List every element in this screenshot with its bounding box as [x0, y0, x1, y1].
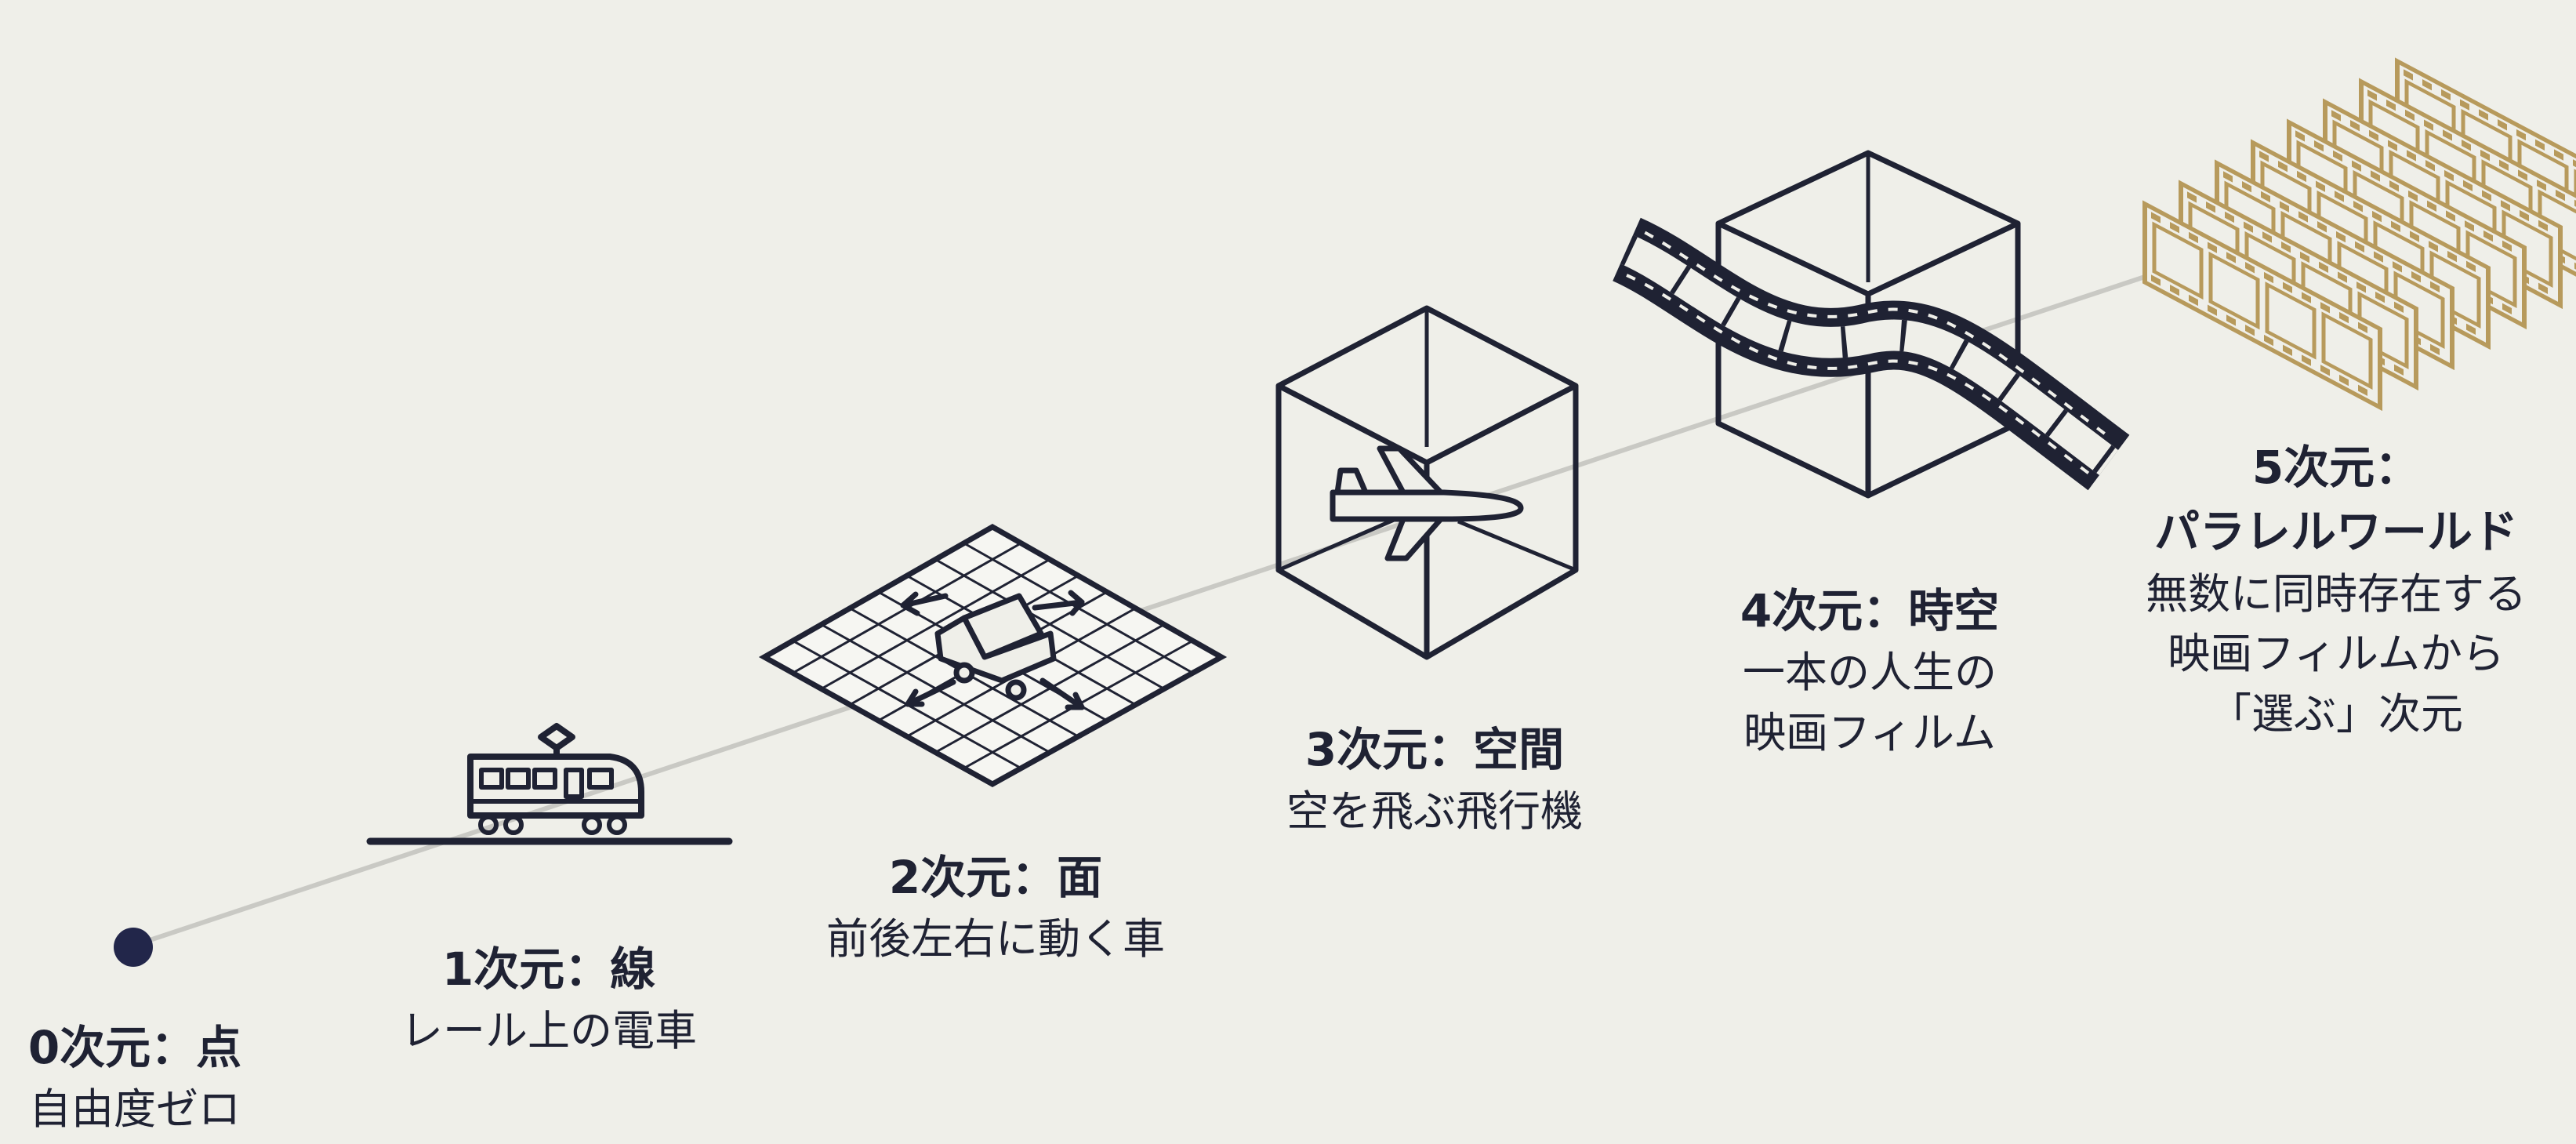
car-on-grid-icon [758, 523, 1228, 788]
label-dimension-2: 2次元：面 前後左右に動く車 [800, 845, 1192, 970]
film-through-cube-icon [1612, 150, 2130, 499]
train-icon [366, 723, 733, 845]
dimension-5-title: 5次元： [2251, 441, 2421, 494]
dimension-5-description-line-2: 映画フィルムから [2168, 629, 2505, 679]
label-dimension-1: 1次元：線 レール上の電車 [376, 937, 721, 1062]
dimension-1-description: レール上の電車 [401, 1006, 697, 1056]
airplane-in-cube-icon [1275, 305, 1579, 660]
film-strip [2142, 200, 2382, 412]
dimension-4-description-line-1: 一本の人生の [1743, 648, 1997, 698]
dimension-5-description-line-1: 無数に同時存在する [2146, 568, 2527, 619]
dimension-2-title: 2次元：面 [888, 851, 1103, 904]
label-dimension-0: 0次元：点 自由度ゼロ [17, 1015, 252, 1140]
dimension-4-title: 4次元：時空 [1740, 584, 2000, 637]
timeline-line [132, 268, 2164, 948]
dimension-3-description: 空を飛ぶ飛行機 [1286, 786, 1583, 837]
dimension-0-title: 0次元：点 [27, 1021, 242, 1074]
dimension-5-description-line-3: 「選ぶ」次元 [2209, 689, 2463, 739]
label-dimension-4: 4次元：時空 一本の人生の 映画フィルム [1705, 579, 2034, 764]
point-dot [114, 928, 153, 967]
label-dimension-5: 5次元： パラレルワールド 無数に同時存在する 映画フィルムから 「選ぶ」次元 [2117, 435, 2556, 745]
dimension-2-description: 前後左右に動く車 [826, 914, 1165, 964]
stacked-film-strips-icon [2142, 57, 2576, 412]
dimension-4-description-line-2: 映画フィルム [1743, 708, 1996, 758]
dimension-5-title-line-2: パラレルワールド [2153, 505, 2518, 559]
label-dimension-3: 3次元：空間 空を飛ぶ飛行機 [1254, 717, 1615, 842]
dimension-1-title: 1次元：線 [441, 942, 656, 996]
dimension-0-description: 自由度ゼロ [29, 1084, 241, 1135]
dimension-3-title: 3次元：空間 [1304, 723, 1565, 776]
